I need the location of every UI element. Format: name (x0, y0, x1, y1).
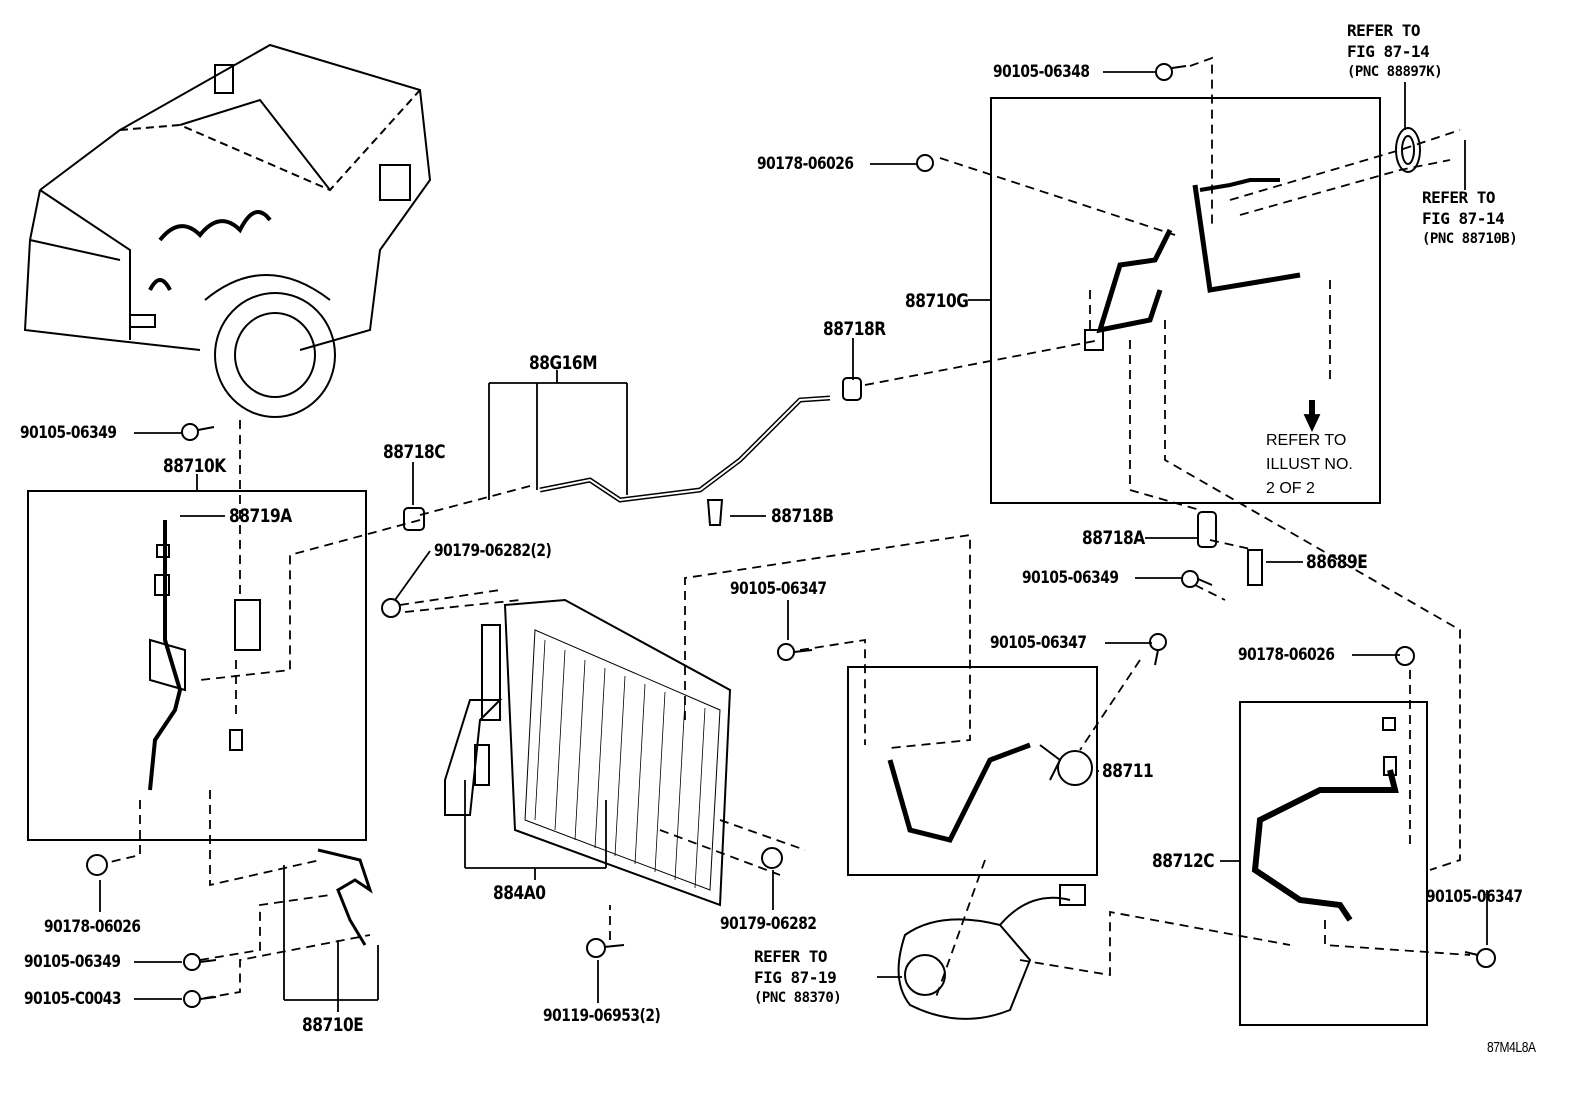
part-label-90179-06282-2: 90179-06282(2) (434, 541, 552, 561)
part-label-90179-06282: 90179-06282 (720, 914, 817, 934)
reference-illust-2-of-2: REFER TO ILLUST NO. 2 OF 2 (1266, 429, 1353, 501)
part-label-88712C: 88712C (1152, 850, 1215, 872)
part-label-90178-06026: 90178-06026 (1238, 645, 1335, 665)
part-label-88G16M: 88G16M (529, 352, 598, 374)
reference-line: REFER TO (1347, 21, 1421, 40)
part-label-90105-06347: 90105-06347 (1426, 887, 1523, 907)
part-label-88710K: 88710K (163, 455, 226, 477)
leader-lines (99, 71, 1488, 1012)
reference-line: FIG 87-14 (1347, 42, 1430, 61)
reference-line: REFER TO (754, 947, 828, 966)
reference-fig-87-14-88710B: REFER TO FIG 87-14 (PNC 88710B) (1422, 187, 1518, 250)
part-label-90105-06348: 90105-06348 (993, 62, 1090, 82)
part-label-88719A: 88719A (229, 505, 292, 527)
part-label-88711: 88711 (1102, 760, 1154, 782)
box-88710K (27, 490, 367, 841)
reference-line: REFER TO (1422, 188, 1496, 207)
vehicle-illustration (23, 43, 432, 418)
part-label-88718A: 88718A (1082, 527, 1145, 549)
reference-line: FIG 87-14 (1422, 209, 1505, 228)
part-label-90105-06349: 90105-06349 (24, 952, 121, 972)
part-shapes (86, 63, 1496, 1020)
reference-fig-87-19-88370: REFER TO FIG 87-19 (PNC 88370) (754, 946, 842, 1009)
reference-fig-87-14-88897K: REFER TO FIG 87-14 (PNC 88897K) (1347, 20, 1443, 83)
part-label-90105-06347: 90105-06347 (990, 633, 1087, 653)
dashed-lines (109, 56, 1471, 1001)
part-label-884A0: 884A0 (493, 882, 546, 904)
part-label-88710G: 88710G (905, 290, 969, 312)
reference-line: (PNC 88370) (754, 990, 842, 1006)
part-label-90105-06349: 90105-06349 (20, 423, 117, 443)
box-88712C (1239, 701, 1428, 1026)
reference-line: ILLUST NO. (1266, 456, 1353, 473)
part-label-90105-C0043: 90105-C0043 (24, 989, 122, 1009)
diagram-code: 87M4L8A (1487, 1039, 1536, 1056)
part-label-90119-06953-2: 90119-06953(2) (543, 1006, 661, 1026)
reference-line: 2 OF 2 (1266, 480, 1315, 497)
part-label-90178-06026: 90178-06026 (44, 917, 141, 937)
reference-line: (PNC 88710B) (1422, 231, 1518, 247)
reference-line: REFER TO (1266, 432, 1347, 449)
part-label-88689E: 88689E (1306, 551, 1368, 573)
part-label-90105-06347: 90105-06347 (730, 579, 827, 599)
part-label-88718B: 88718B (771, 505, 834, 527)
reference-line: FIG 87-19 (754, 968, 837, 987)
box-88711 (847, 666, 1098, 876)
reference-line: (PNC 88897K) (1347, 64, 1443, 80)
part-label-88718R: 88718R (823, 318, 886, 340)
part-label-90105-06349: 90105-06349 (1022, 568, 1119, 588)
part-label-88710E: 88710E (302, 1014, 364, 1036)
part-label-90178-06026: 90178-06026 (757, 154, 854, 174)
part-label-88718C: 88718C (383, 441, 446, 463)
